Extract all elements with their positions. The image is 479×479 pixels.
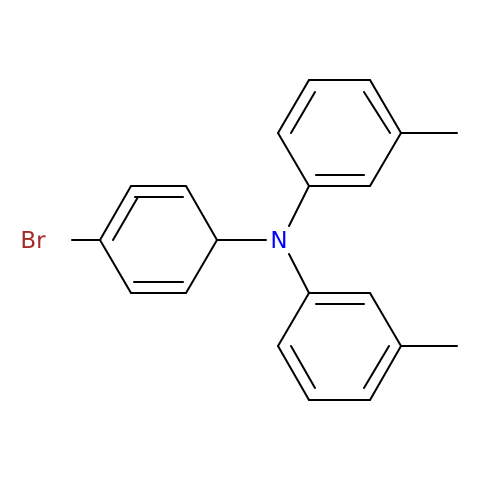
bonds-group	[71, 79, 458, 401]
ring1-double-bond	[112, 196, 139, 241]
ring1-bond	[99, 239, 132, 294]
ring2-bond	[277, 132, 310, 187]
ring1-bond	[99, 185, 132, 241]
ring2-double-bond	[363, 91, 391, 134]
n-c-bond	[288, 253, 310, 294]
ring1-bond	[185, 239, 218, 294]
ring3-bond	[277, 345, 310, 401]
ring1-bond	[185, 185, 218, 241]
ring2-bond	[369, 132, 402, 187]
ring3-double-bond	[290, 345, 316, 389]
ring2-double-bond	[290, 91, 316, 134]
ring2-bond	[277, 79, 310, 134]
ring2-bond	[369, 79, 402, 134]
n-c-bond	[288, 185, 310, 227]
ring3-double-bond	[363, 345, 390, 389]
ring3-bond	[277, 292, 310, 347]
atom-label-bromine: Br	[20, 228, 46, 254]
ring3-bond	[369, 345, 402, 401]
ring3-bond	[369, 292, 402, 347]
atom-label-nitrogen: N	[270, 228, 287, 254]
